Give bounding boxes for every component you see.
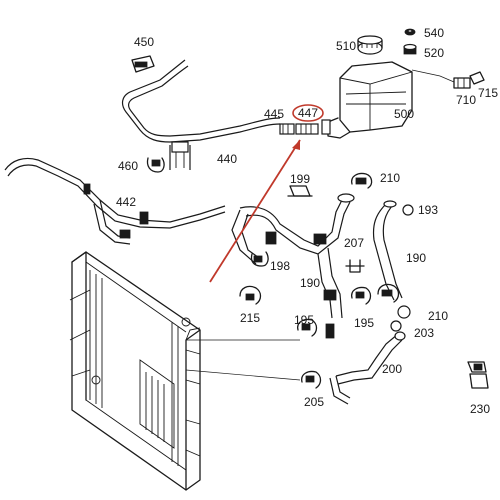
callout-710: 710 — [456, 93, 476, 107]
callout-190-right: 190 — [406, 251, 426, 265]
radiator[interactable] — [69, 251, 201, 491]
callout-510: 510 — [336, 39, 356, 53]
callout-520: 520 — [424, 46, 444, 60]
callout-460: 460 — [118, 159, 138, 173]
clamp-460[interactable] — [146, 157, 165, 173]
clamp-195-center[interactable] — [297, 318, 335, 339]
callout-203: 203 — [414, 326, 434, 340]
hose-442[interactable] — [4, 157, 226, 245]
hose-assembly-440[interactable] — [121, 59, 281, 170]
callout-207: 207 — [344, 236, 364, 250]
callout-500: 500 — [394, 107, 414, 121]
cap-510[interactable] — [357, 35, 383, 55]
callout-193: 193 — [418, 203, 438, 217]
gasket-203[interactable] — [390, 320, 402, 332]
bracket-199[interactable] — [287, 185, 313, 197]
callout-210-upper: 210 — [380, 171, 400, 185]
connector-447[interactable] — [295, 123, 319, 135]
callout-445: 445 — [264, 107, 284, 121]
clamp-215[interactable] — [239, 285, 262, 305]
callout-198: 198 — [270, 259, 290, 273]
highlight-447 — [209, 104, 324, 283]
callout-447[interactable]: 447 — [298, 106, 318, 120]
hose-190-right[interactable] — [372, 200, 403, 301]
callout-205: 205 — [304, 395, 324, 409]
callout-210-lower: 210 — [428, 309, 448, 323]
callout-440: 440 — [217, 152, 237, 166]
callout-200: 200 — [382, 362, 402, 376]
o-ring-193[interactable] — [402, 204, 414, 216]
expansion-tank-500[interactable] — [321, 61, 413, 139]
hose-190-center[interactable] — [231, 193, 355, 319]
clamp-205[interactable] — [301, 370, 322, 389]
callout-199: 199 — [290, 172, 310, 186]
clamp-210-upper[interactable] — [351, 172, 373, 189]
bracket-207[interactable] — [345, 259, 365, 273]
callout-715: 715 — [478, 86, 498, 100]
callout-195-center: 195 — [294, 313, 314, 327]
callout-450: 450 — [134, 35, 154, 49]
callout-195-right: 195 — [354, 316, 374, 330]
gasket-540[interactable] — [404, 28, 416, 36]
callout-540: 540 — [424, 26, 444, 40]
clamp-210-lower[interactable] — [377, 283, 411, 319]
callout-190-center: 190 — [300, 276, 320, 290]
connector-715[interactable] — [469, 71, 485, 85]
sensor-710[interactable] — [411, 69, 471, 89]
callout-442: 442 — [116, 195, 136, 209]
callout-230: 230 — [470, 402, 490, 416]
clamp-195-right[interactable] — [351, 286, 372, 305]
connector-445[interactable] — [279, 123, 295, 135]
bracket-230[interactable] — [467, 361, 489, 389]
clamp-198[interactable] — [250, 251, 269, 267]
callout-215: 215 — [240, 311, 260, 325]
clamp-450[interactable] — [131, 55, 155, 73]
bolt-520[interactable] — [403, 43, 417, 55]
hose-200[interactable] — [329, 331, 406, 405]
